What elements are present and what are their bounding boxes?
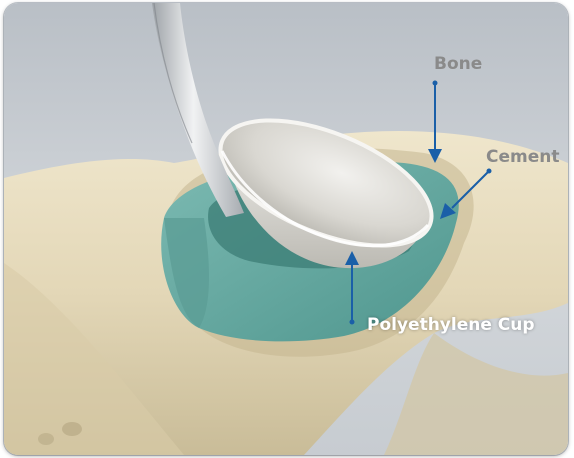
hip-implant-illustration (4, 3, 568, 455)
illustration-frame: Bone Cement Polyethylene Cup (4, 3, 568, 455)
polyethylene-cup-label: Polyethylene Cup (367, 317, 535, 334)
bone-label: Bone (434, 56, 482, 73)
cement-label: Cement (486, 149, 559, 166)
